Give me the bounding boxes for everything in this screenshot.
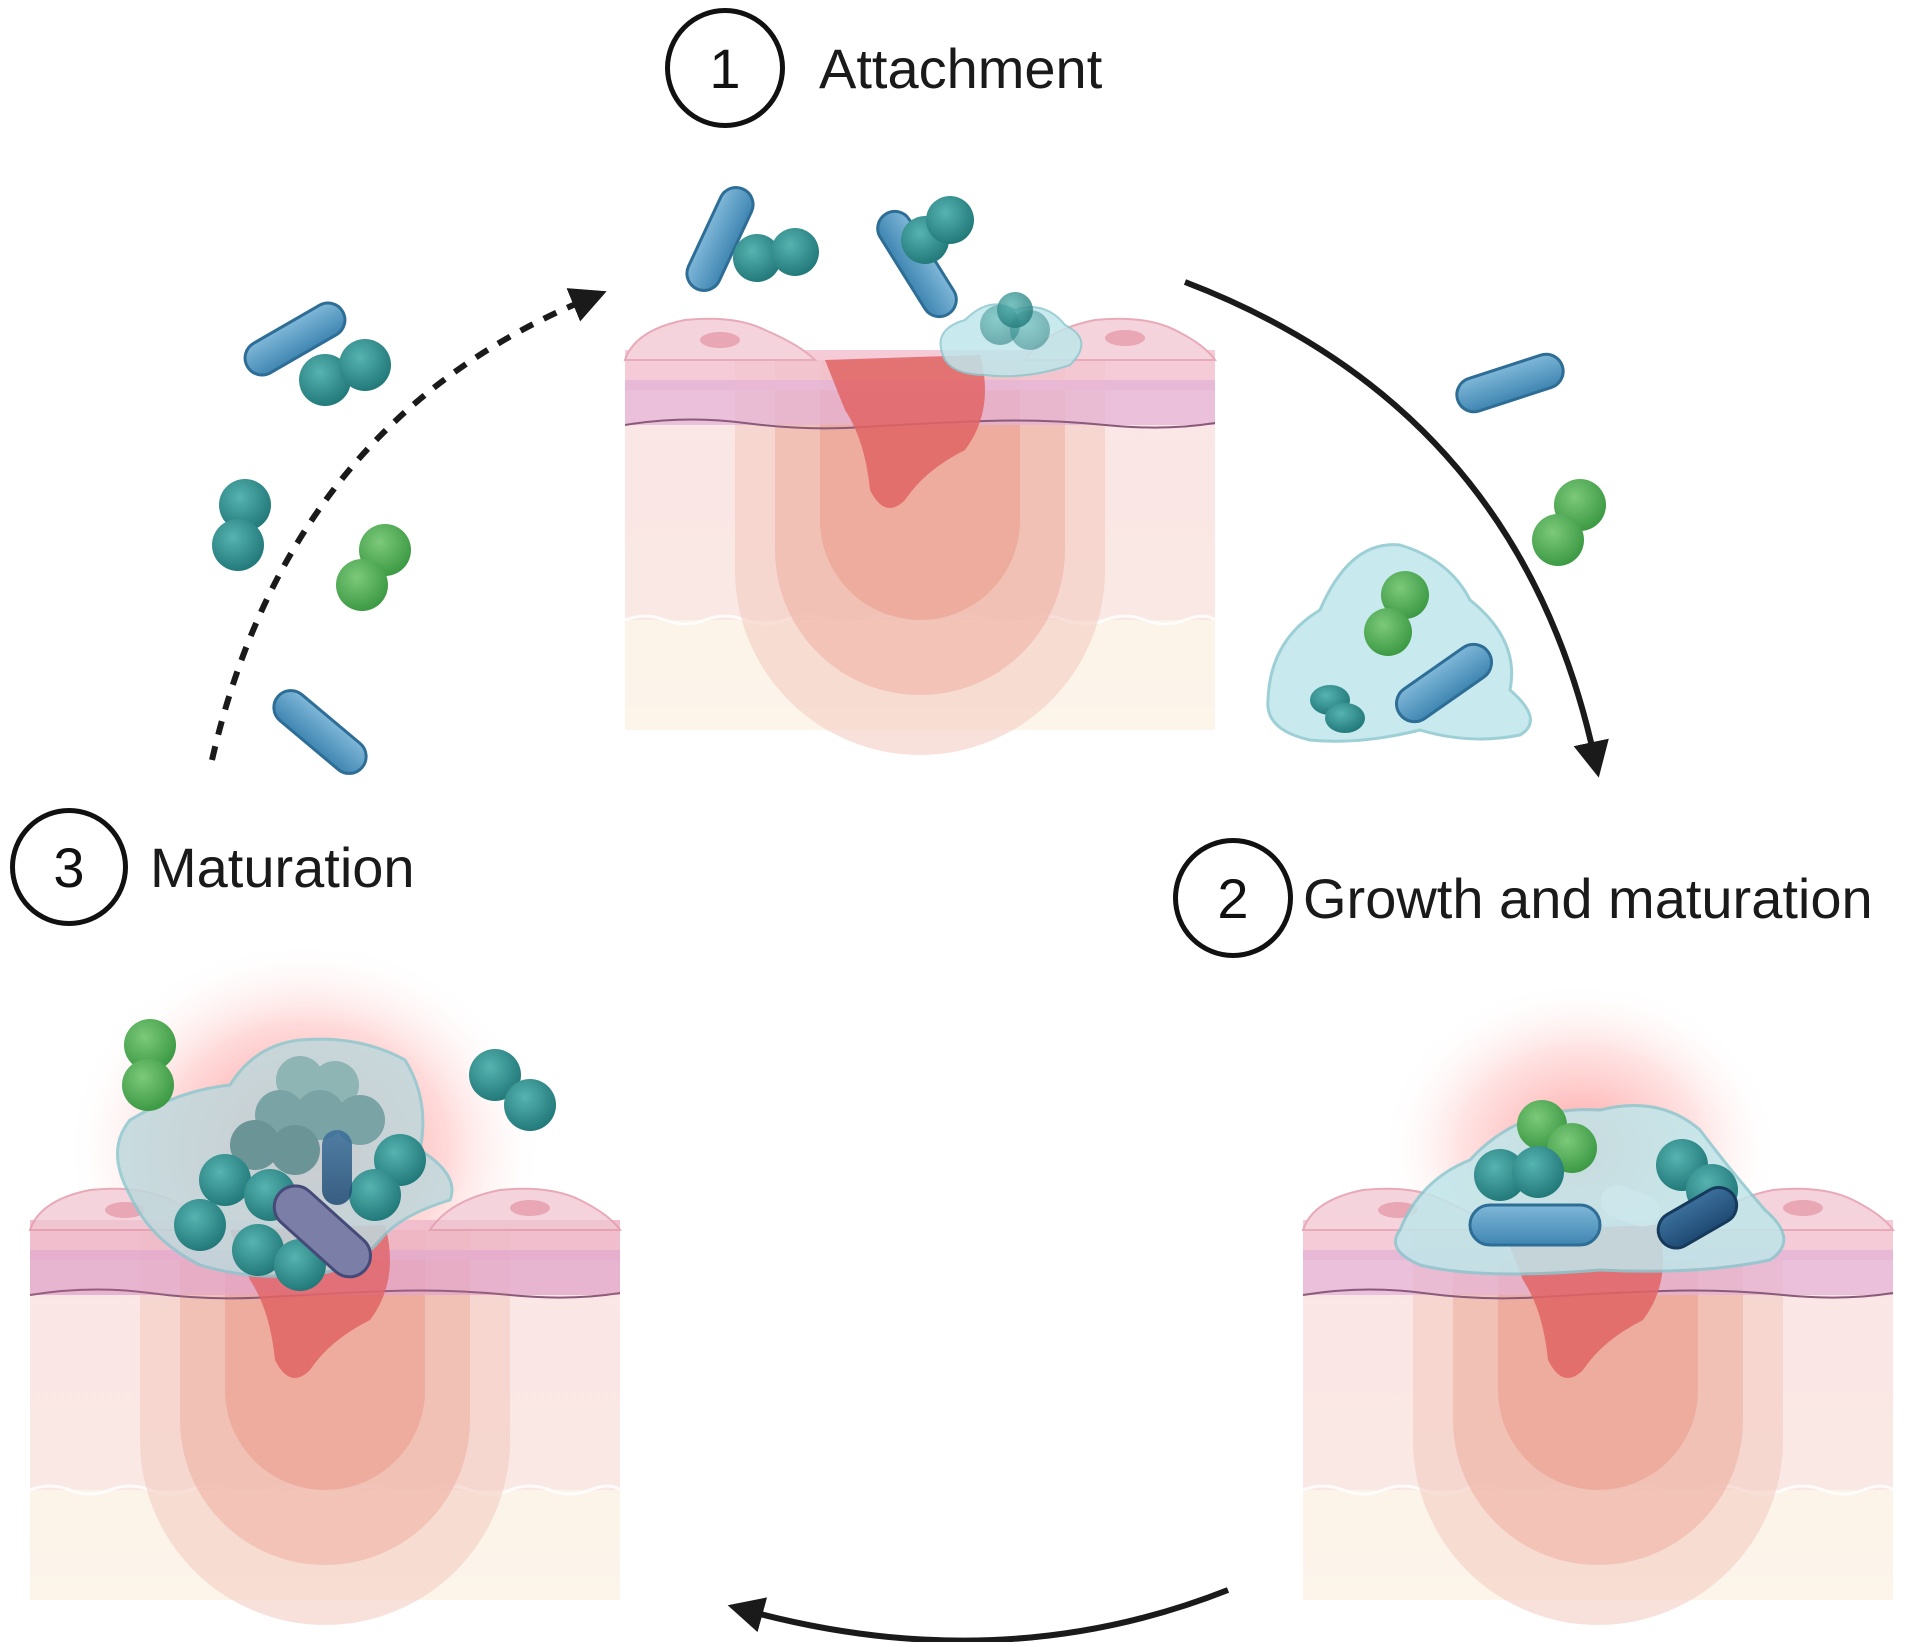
cocci-teal xyxy=(219,479,271,531)
cocci-teal xyxy=(504,1079,556,1131)
cocci-teal xyxy=(212,519,264,571)
cocci-teal xyxy=(1325,703,1365,733)
cocci-teal xyxy=(469,1049,521,1101)
cocci-teal xyxy=(926,196,974,244)
step-label-maturation: 3 Maturation xyxy=(10,808,415,926)
cocci-green xyxy=(124,1019,176,1071)
step-label-attachment: 1 Attachment xyxy=(665,8,1102,128)
cocci-green xyxy=(1364,608,1412,656)
bacteria-group-maturation xyxy=(122,1019,556,1131)
rod-bacterium xyxy=(1455,352,1565,414)
step-number-badge: 1 xyxy=(665,8,785,128)
rod-bacterium xyxy=(272,689,368,775)
cocci-teal xyxy=(339,339,391,391)
bacteria-group-dispersal xyxy=(212,301,411,775)
step-title: Maturation xyxy=(150,835,415,899)
cocci-teal xyxy=(771,228,819,276)
arrow-maturation-to-attachment xyxy=(209,288,607,761)
cocci-teal xyxy=(299,354,351,406)
arrow-attachment-to-growth xyxy=(1183,279,1609,778)
cocci-teal xyxy=(733,234,781,282)
arrow-growth-to-maturation xyxy=(727,1587,1230,1644)
cocci-green xyxy=(122,1059,174,1111)
step-label-growth: 2 Growth and maturation xyxy=(1173,838,1873,958)
bacteria-group-right xyxy=(1266,352,1606,743)
biofilm-growth xyxy=(1394,1100,1786,1276)
step-title: Growth and maturation xyxy=(1303,866,1873,930)
rod-bacterium xyxy=(1395,642,1493,724)
step-title: Attachment xyxy=(819,36,1103,100)
step-number-badge: 2 xyxy=(1173,838,1293,958)
panel-attachment xyxy=(623,292,1217,757)
rod-bacterium xyxy=(685,186,755,292)
step-number-badge: 3 xyxy=(10,808,128,926)
cocci-green xyxy=(1381,571,1429,619)
bacteria-group-attachment xyxy=(685,186,974,319)
rod-bacterium xyxy=(243,301,347,377)
biofilm-mature xyxy=(116,1037,454,1291)
cocci-green xyxy=(1532,514,1584,566)
cocci-green xyxy=(336,559,388,611)
